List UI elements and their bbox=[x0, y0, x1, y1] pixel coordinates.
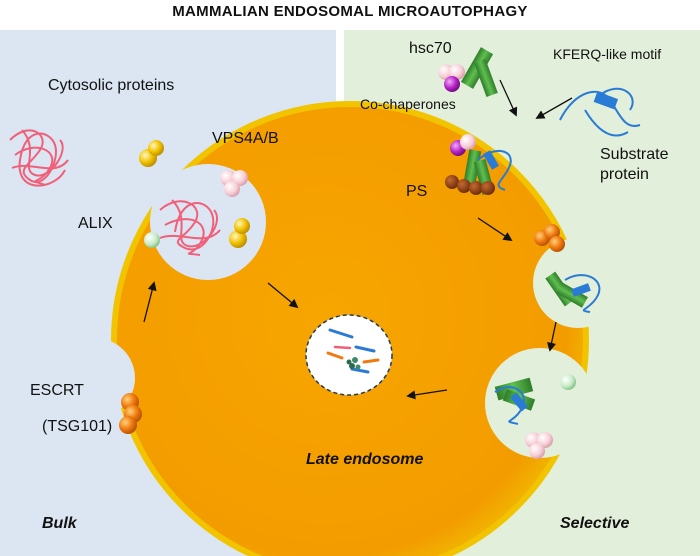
hsc70-in-pocket-icon bbox=[545, 271, 601, 313]
diagram-title: MAMMALIAN ENDOSOMAL MICROAUTOPHAGY bbox=[172, 3, 528, 20]
cochaperone-icon bbox=[438, 64, 465, 92]
cytosolic-protein-dimer-icon bbox=[139, 140, 250, 248]
substrate-label-line1: Substrate bbox=[600, 146, 669, 163]
alix-label: ALIX bbox=[78, 215, 113, 232]
tsg101-label: (TSG101) bbox=[42, 418, 113, 435]
escrt-selective-icon bbox=[534, 224, 565, 252]
phosphatidylserine-icon bbox=[445, 175, 495, 195]
escrt-tsg101-icon bbox=[119, 393, 142, 434]
pathway-arrows bbox=[143, 79, 573, 400]
hsc70-icon bbox=[460, 47, 498, 97]
vps4-selective-icon bbox=[525, 432, 553, 459]
protein-tangle-icon bbox=[9, 129, 69, 187]
late-endosome-label: Late endosome bbox=[306, 451, 424, 468]
bulk-label: Bulk bbox=[42, 515, 77, 532]
kferq-label: KFERQ-like motif bbox=[553, 46, 662, 62]
alix-selective-icon bbox=[560, 374, 576, 390]
alix-icon bbox=[144, 232, 160, 248]
vps4-label: VPS4A/B bbox=[212, 130, 279, 147]
hsc70-substrate-complex-icon bbox=[450, 134, 512, 195]
substrate-label-line2: protein bbox=[600, 166, 649, 183]
cytosolic-proteins-label: Cytosolic proteins bbox=[48, 77, 175, 94]
substrate-protein-icon bbox=[559, 87, 641, 137]
protein-tangle-pocket-icon bbox=[159, 199, 221, 256]
hsc70-label: hsc70 bbox=[409, 40, 452, 57]
selective-label: Selective bbox=[560, 515, 630, 532]
ps-label: PS bbox=[406, 183, 428, 200]
cochaperones-label: Co-chaperones bbox=[360, 96, 456, 112]
hsc70-in-pocket2-icon bbox=[494, 377, 536, 425]
escrt-label: ESCRT bbox=[30, 382, 84, 399]
vps4-cluster-icon bbox=[220, 170, 248, 197]
intraluminal-vesicle bbox=[305, 314, 393, 396]
